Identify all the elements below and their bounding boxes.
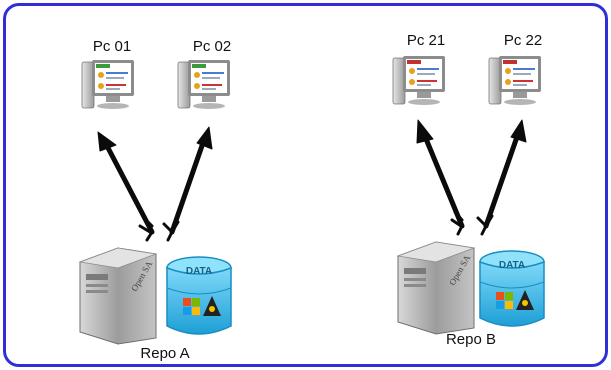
arrow-icon: [162, 126, 213, 242]
repo-label: Repo A: [140, 345, 189, 362]
pc-label: Pc 01: [93, 38, 131, 55]
pc-label: Pc 02: [193, 38, 231, 55]
arrow-icon: [476, 119, 527, 236]
pc-21: Pc 21: [392, 32, 445, 105]
desktop-computer-icon: [488, 56, 541, 105]
arrow-icon: [416, 119, 465, 236]
svg-text:DATA: DATA: [499, 260, 525, 271]
desktop-computer-icon: [177, 60, 230, 109]
data-cloud-database-icon: DATA: [479, 250, 545, 327]
pc-22: Pc 22: [488, 32, 542, 105]
pc-label: Pc 22: [504, 32, 542, 49]
data-cloud-database-icon: DATA: [166, 256, 232, 335]
server-tower-icon: Open SA: [396, 241, 476, 335]
desktop-computer-icon: [392, 56, 445, 105]
repo-b: Open SA DATA Repo B: [396, 241, 545, 348]
pc-label: Pc 21: [407, 32, 445, 49]
svg-text:DATA: DATA: [186, 266, 212, 277]
arrows-repo-a: [97, 126, 213, 242]
repo-label: Repo B: [446, 331, 496, 348]
arrows-repo-b: [416, 119, 527, 236]
pc-01: Pc 01: [81, 38, 134, 109]
repo-a: Open SA DATA Repo A: [78, 247, 232, 362]
arrow-icon: [97, 131, 155, 242]
server-tower-icon: Open SA: [78, 247, 158, 345]
pc-02: Pc 02: [177, 38, 231, 109]
desktop-computer-icon: [81, 60, 134, 109]
